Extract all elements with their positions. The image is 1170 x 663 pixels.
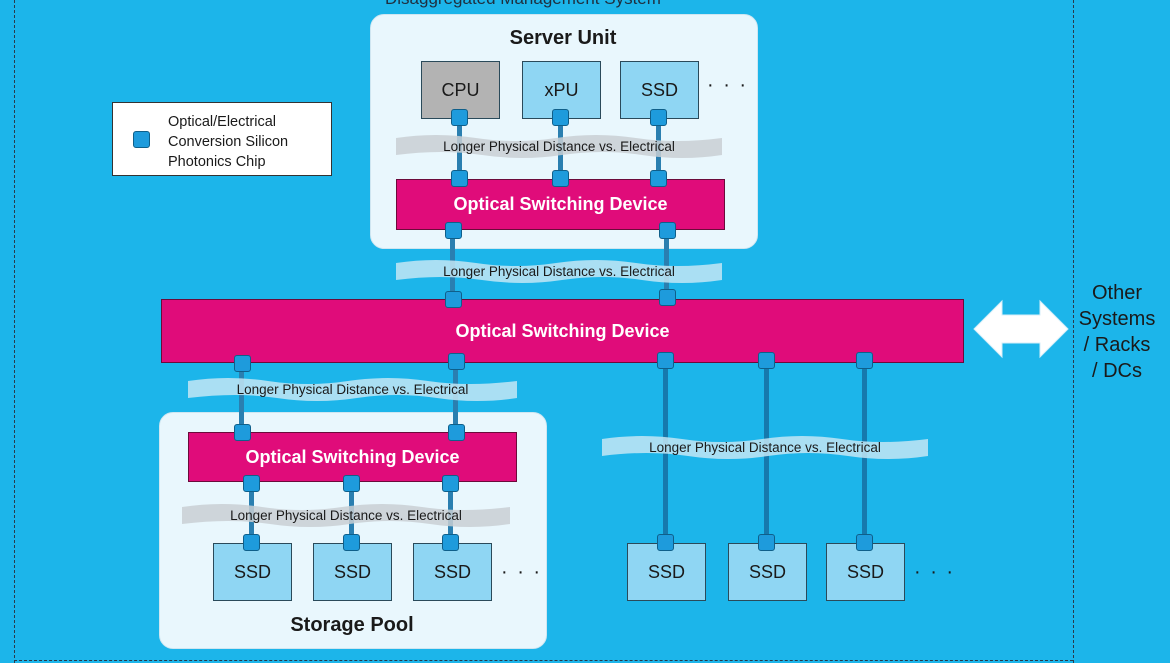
direct-ssd-2: SSD (728, 543, 807, 601)
storage-upper-distance-label: Longer Physical Distance vs. Electrical (236, 382, 469, 397)
chip-main-in-1 (445, 291, 462, 308)
other-line-1: Other (1091, 282, 1143, 304)
legend-text: Optical/Electrical Conversion Silicon Ph… (168, 112, 288, 172)
storage-lower-distance-label: Longer Physical Distance vs. Electrical (230, 508, 462, 523)
other-line-3: / Racks (1083, 334, 1151, 356)
chip-pool-ssd-3 (442, 534, 459, 551)
direct-distance-label: Longer Physical Distance vs. Electrical (649, 440, 881, 455)
chip-storage-switch-in-2 (448, 424, 465, 441)
silicon-photonics-chip-icon (133, 131, 150, 148)
system-boundary-right (1073, 0, 1074, 663)
chip-main-out-3 (657, 352, 674, 369)
legend-line-1: Optical/Electrical (168, 114, 276, 130)
pool-ssd-1: SSD (213, 543, 292, 601)
system-boundary-left (14, 0, 15, 663)
system-boundary-bottom (14, 660, 1073, 661)
other-systems-label: Other Systems / Racks / DCs (1070, 280, 1164, 384)
direct-distance-band: Longer Physical Distance vs. Electrical (602, 435, 928, 460)
chip-storage-switch-out-1 (243, 475, 260, 492)
chip-server-switch-in-1 (451, 170, 468, 187)
chip-server-switch-out-1 (445, 222, 462, 239)
chip-main-out-1 (234, 355, 251, 372)
upper-distance-band: Longer Physical Distance vs. Electrical (396, 259, 722, 284)
chip-xpu-top (552, 109, 569, 126)
server-more-ellipsis: · · · (707, 74, 749, 96)
legend-line-2: Conversion Silicon (168, 134, 289, 150)
system-title: Disaggregated Management System (385, 0, 661, 9)
chip-pool-ssd-1 (243, 534, 260, 551)
legend-line-3: Photonics Chip (168, 154, 266, 170)
direct-ssd-3: SSD (826, 543, 905, 601)
chip-ssd-top (650, 109, 667, 126)
chip-server-switch-in-3 (650, 170, 667, 187)
server-unit-title: Server Unit (509, 27, 617, 49)
other-line-2: Systems (1078, 308, 1156, 330)
direct-more-ellipsis: · · · (914, 561, 956, 583)
chip-main-out-2 (448, 353, 465, 370)
chip-server-switch-out-2 (659, 222, 676, 239)
pool-ssd-2: SSD (313, 543, 392, 601)
chip-direct-ssd-2 (758, 534, 775, 551)
cpu-box: CPU (421, 61, 500, 119)
direct-ssd-1: SSD (627, 543, 706, 601)
pool-ssd-3: SSD (413, 543, 492, 601)
chip-main-in-2 (659, 289, 676, 306)
legend: Optical/Electrical Conversion Silicon Ph… (112, 102, 332, 176)
chip-main-out-4 (758, 352, 775, 369)
link-main-storage-1 (239, 360, 244, 436)
storage-pool-title: Storage Pool (290, 614, 414, 636)
server-optical-switch: Optical Switching Device (396, 179, 725, 230)
server-distance-band: Longer Physical Distance vs. Electrical (396, 134, 722, 159)
chip-cpu-top (451, 109, 468, 126)
main-optical-switch: Optical Switching Device (161, 299, 964, 363)
upper-distance-label: Longer Physical Distance vs. Electrical (443, 264, 675, 279)
chip-storage-switch-out-2 (343, 475, 360, 492)
chip-storage-switch-out-3 (442, 475, 459, 492)
chip-pool-ssd-2 (343, 534, 360, 551)
chip-server-switch-in-2 (552, 170, 569, 187)
storage-lower-distance-band: Longer Physical Distance vs. Electrical (182, 503, 510, 528)
chip-direct-ssd-1 (657, 534, 674, 551)
other-line-4: / DCs (1092, 360, 1142, 382)
chip-main-out-5 (856, 352, 873, 369)
storage-upper-distance-band: Longer Physical Distance vs. Electrical (188, 377, 517, 402)
chip-storage-switch-in-1 (234, 424, 251, 441)
server-distance-label: Longer Physical Distance vs. Electrical (443, 139, 675, 154)
chip-direct-ssd-3 (856, 534, 873, 551)
pool-more-ellipsis: · · · (501, 561, 543, 583)
double-arrow-icon (973, 299, 1069, 359)
